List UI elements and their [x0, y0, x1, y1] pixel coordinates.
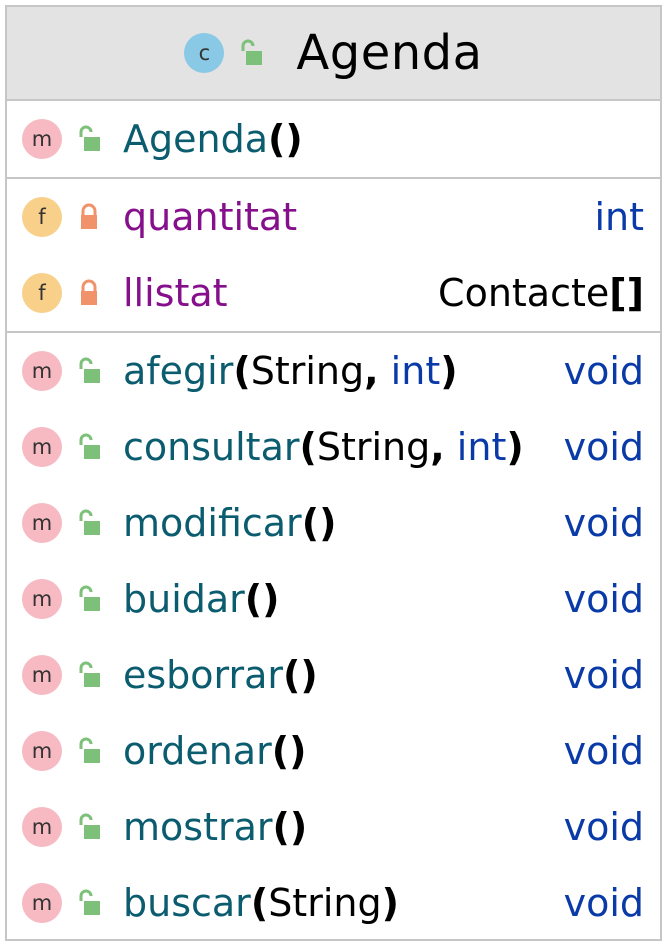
- method-signature: consultar(String, int): [123, 425, 524, 469]
- method-badge-icon: m: [22, 655, 62, 695]
- open-paren: (: [268, 117, 286, 161]
- method-name: mostrar: [123, 805, 273, 849]
- method-name: ordenar: [123, 729, 272, 773]
- public-lock-open-icon: [79, 357, 100, 383]
- method-signature: buscar(String): [123, 881, 399, 925]
- return-type: void: [563, 729, 644, 773]
- field-type-name: Contacte: [438, 271, 610, 315]
- public-lock-open-icon: [79, 737, 100, 763]
- open-paren: (: [233, 349, 251, 393]
- method-badge-icon: m: [22, 579, 62, 619]
- open-paren: (: [244, 577, 263, 621]
- fields-section: f quantitat int f llistat Contacte[]: [7, 179, 660, 333]
- return-type: void: [563, 425, 644, 469]
- method-badge-icon: m: [22, 883, 62, 923]
- method-name: consultar: [123, 425, 300, 469]
- method-row: m buscar(String) void: [7, 865, 660, 941]
- field-badge-icon: f: [22, 197, 62, 237]
- close-paren: ): [289, 805, 308, 849]
- return-type: void: [563, 805, 644, 849]
- public-lock-open-icon: [241, 39, 263, 65]
- class-name: Agenda: [296, 25, 483, 81]
- public-lock-open-icon: [79, 433, 100, 459]
- private-lock-icon: [81, 279, 97, 305]
- method-row: m afegir(String, int) void: [7, 333, 660, 409]
- close-paren: ): [300, 653, 318, 697]
- return-type: void: [563, 881, 644, 925]
- method-badge-icon: m: [22, 807, 62, 847]
- array-brackets: []: [609, 271, 644, 315]
- param-separator: ,: [430, 425, 445, 469]
- method-signature: buidar(): [123, 577, 280, 621]
- public-lock-open-icon: [79, 125, 100, 151]
- return-type: void: [563, 501, 644, 545]
- close-paren: ): [285, 117, 303, 161]
- class-badge-icon: c: [184, 33, 225, 73]
- uml-class-box: c Agenda m Agenda() f quantitat int: [5, 5, 662, 941]
- method-badge-icon: m: [22, 503, 62, 543]
- methods-section: m afegir(String, int) void m consultar(S…: [7, 333, 660, 941]
- method-signature: modificar(): [123, 501, 336, 545]
- constructor-name: Agenda: [123, 117, 268, 161]
- close-paren: ): [289, 729, 307, 773]
- constructor-signature: Agenda(): [123, 117, 303, 161]
- field-type: int: [594, 195, 644, 239]
- method-signature: ordenar(): [123, 729, 306, 773]
- method-row: m buidar() void: [7, 561, 660, 637]
- method-name: buidar: [123, 577, 245, 621]
- open-paren: (: [250, 881, 269, 925]
- public-lock-open-icon: [79, 813, 100, 839]
- public-lock-open-icon: [79, 889, 100, 915]
- field-type: Contacte[]: [438, 271, 644, 315]
- open-paren: (: [301, 501, 320, 545]
- method-signature: esborrar(): [123, 653, 318, 697]
- method-signature: mostrar(): [123, 805, 307, 849]
- return-type: void: [563, 577, 644, 621]
- field-row: f quantitat int: [7, 179, 660, 255]
- field-row: f llistat Contacte[]: [7, 255, 660, 331]
- method-name: modificar: [123, 501, 302, 545]
- param-type: int: [456, 425, 507, 469]
- open-paren: (: [271, 729, 290, 773]
- method-row: m mostrar() void: [7, 789, 660, 865]
- close-paren: ): [381, 881, 399, 925]
- param-type: String: [250, 349, 365, 393]
- public-lock-open-icon: [79, 661, 100, 687]
- method-row: m ordenar() void: [7, 713, 660, 789]
- open-paren: (: [299, 425, 317, 469]
- param-type: String: [316, 425, 431, 469]
- method-row: m modificar() void: [7, 485, 660, 561]
- param-separator: ,: [364, 349, 379, 393]
- field-name: llistat: [123, 271, 228, 315]
- method-name: afegir: [123, 349, 234, 393]
- return-type: void: [563, 349, 644, 393]
- constructor-row: m Agenda(): [7, 101, 660, 177]
- method-row: m esborrar() void: [7, 637, 660, 713]
- field-name: quantitat: [123, 195, 298, 239]
- method-badge-icon: m: [22, 119, 62, 159]
- close-paren: ): [506, 425, 524, 469]
- method-row: m consultar(String, int) void: [7, 409, 660, 485]
- method-name: esborrar: [123, 653, 284, 697]
- method-badge-icon: m: [22, 351, 62, 391]
- param-type: String: [268, 881, 382, 925]
- method-badge-icon: m: [22, 427, 62, 467]
- class-header: c Agenda: [7, 7, 660, 101]
- public-lock-open-icon: [79, 585, 100, 611]
- field-badge-icon: f: [22, 273, 62, 313]
- open-paren: (: [283, 653, 301, 697]
- method-badge-icon: m: [22, 731, 62, 771]
- method-signature: afegir(String, int): [123, 349, 458, 393]
- constructors-section: m Agenda(): [7, 101, 660, 179]
- private-lock-icon: [81, 203, 97, 229]
- open-paren: (: [272, 805, 290, 849]
- param-type: int: [390, 349, 441, 393]
- return-type: void: [563, 653, 644, 697]
- close-paren: ): [262, 577, 280, 621]
- close-paren: ): [440, 349, 458, 393]
- close-paren: ): [319, 501, 337, 545]
- method-name: buscar: [123, 881, 251, 925]
- public-lock-open-icon: [79, 509, 100, 535]
